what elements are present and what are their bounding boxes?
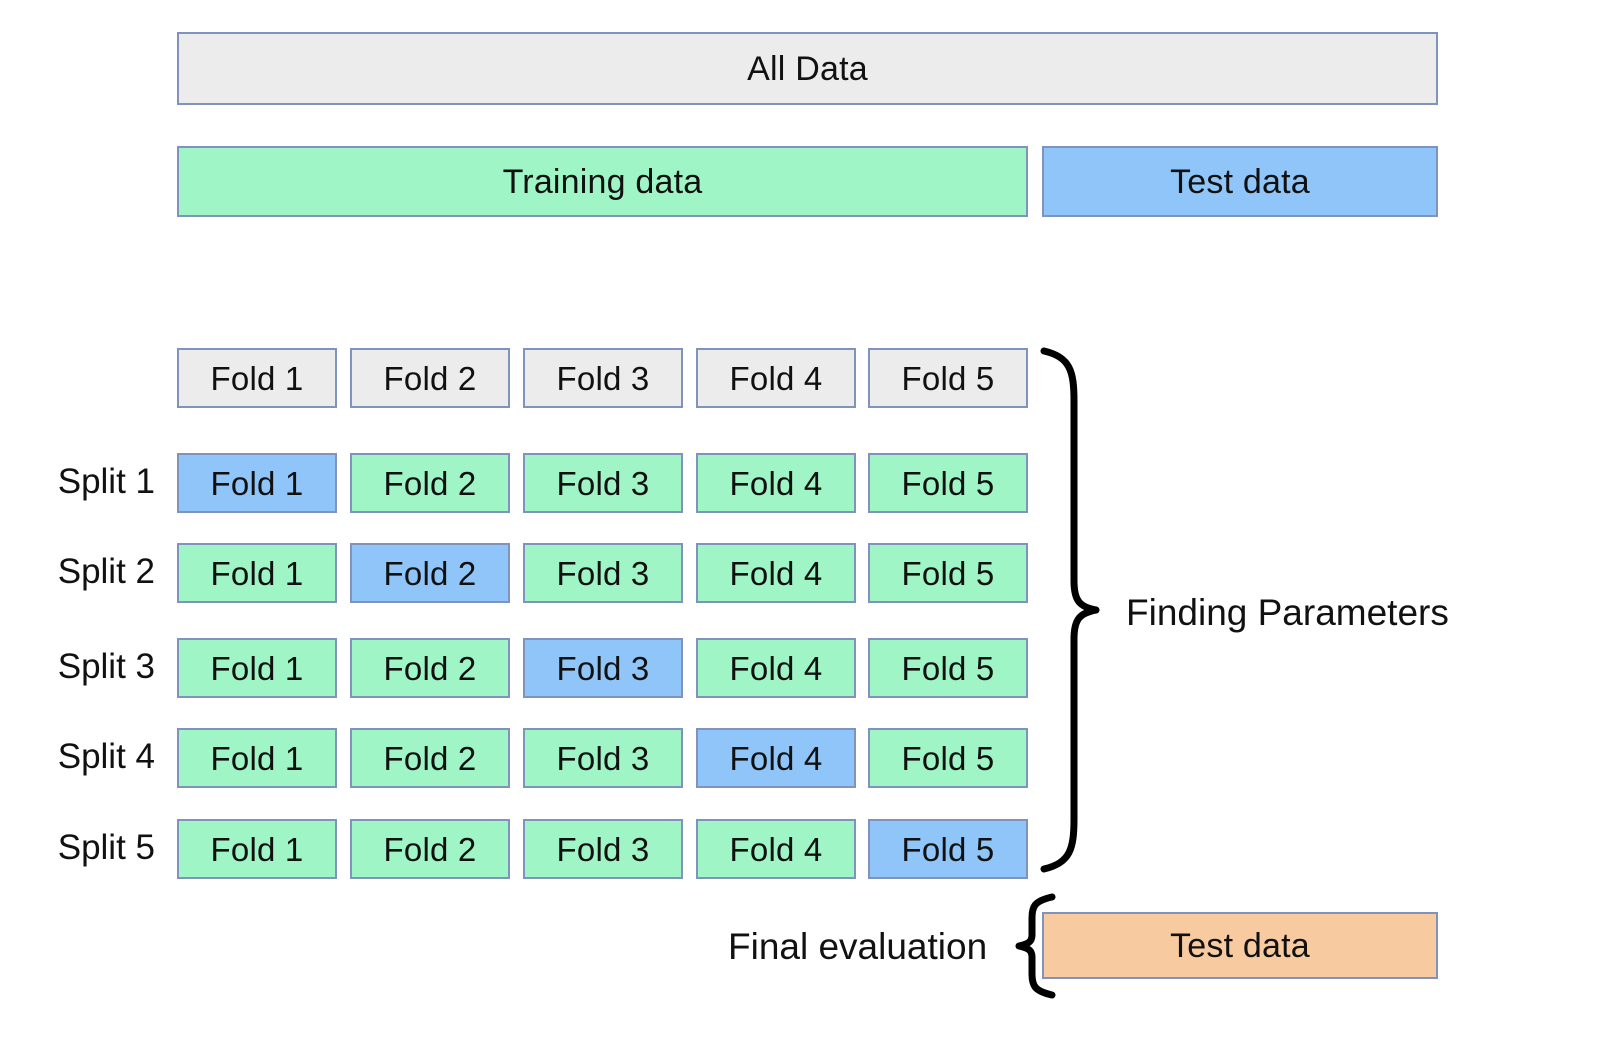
split-5-fold-1: Fold 1 xyxy=(177,819,337,879)
split-4-fold-3-label: Fold 3 xyxy=(556,739,650,777)
split-4-fold-1-label: Fold 1 xyxy=(210,739,304,777)
split-1-fold-5-label: Fold 5 xyxy=(901,464,995,502)
split-2-fold-3: Fold 3 xyxy=(523,543,683,603)
split-2-fold-5: Fold 5 xyxy=(868,543,1028,603)
split-1-fold-2-label: Fold 2 xyxy=(383,464,477,502)
split-1-fold-4-label: Fold 4 xyxy=(729,464,823,502)
split-3-fold-1-label: Fold 1 xyxy=(210,649,304,687)
split-3-fold-2: Fold 2 xyxy=(350,638,510,698)
fold-header-label-4: Fold 4 xyxy=(729,359,823,397)
fold-header-cell-5: Fold 5 xyxy=(868,348,1028,408)
training-data-bar: Training data xyxy=(177,146,1028,217)
split-row-label-3: Split 3 xyxy=(57,647,155,686)
split-3-fold-4-label: Fold 4 xyxy=(729,649,823,687)
split-3-fold-2-label: Fold 2 xyxy=(383,649,477,687)
split-3-fold-3-label: Fold 3 xyxy=(556,649,650,687)
all-data-bar: All Data xyxy=(177,32,1438,105)
split-4-fold-4: Fold 4 xyxy=(696,728,856,788)
split-3-fold-4: Fold 4 xyxy=(696,638,856,698)
test-data-bar: Test data xyxy=(1042,146,1438,217)
fold-header-cell-1: Fold 1 xyxy=(177,348,337,408)
final-test-data-bar: Test data xyxy=(1042,912,1438,979)
split-2-fold-1: Fold 1 xyxy=(177,543,337,603)
finding-parameters-brace xyxy=(1040,347,1100,873)
split-2-fold-5-label: Fold 5 xyxy=(901,554,995,592)
fold-header-label-2: Fold 2 xyxy=(383,359,477,397)
split-row-label-1: Split 1 xyxy=(57,462,155,501)
split-5-fold-5-label: Fold 5 xyxy=(901,830,995,868)
split-1-fold-1: Fold 1 xyxy=(177,453,337,513)
split-1-fold-3-label: Fold 3 xyxy=(556,464,650,502)
split-5-fold-4: Fold 4 xyxy=(696,819,856,879)
fold-header-label-5: Fold 5 xyxy=(901,359,995,397)
split-2-fold-2-label: Fold 2 xyxy=(383,554,477,592)
split-5-fold-4-label: Fold 4 xyxy=(729,830,823,868)
training-data-label: Training data xyxy=(502,162,703,201)
split-5-fold-2-label: Fold 2 xyxy=(383,830,477,868)
final-evaluation-brace xyxy=(1015,893,1056,999)
split-4-fold-2-label: Fold 2 xyxy=(383,739,477,777)
split-row-label-2: Split 2 xyxy=(57,552,155,591)
split-4-fold-1: Fold 1 xyxy=(177,728,337,788)
split-3-fold-5-label: Fold 5 xyxy=(901,649,995,687)
split-4-fold-5-label: Fold 5 xyxy=(901,739,995,777)
split-4-fold-5: Fold 5 xyxy=(868,728,1028,788)
split-3-fold-5: Fold 5 xyxy=(868,638,1028,698)
fold-header-label-1: Fold 1 xyxy=(210,359,304,397)
split-row-label-5: Split 5 xyxy=(57,828,155,867)
finding-parameters-label: Finding Parameters xyxy=(1126,592,1449,633)
final-test-data-label: Test data xyxy=(1170,926,1310,965)
split-3-fold-3: Fold 3 xyxy=(523,638,683,698)
split-5-fold-3: Fold 3 xyxy=(523,819,683,879)
split-1-fold-2: Fold 2 xyxy=(350,453,510,513)
split-1-fold-4: Fold 4 xyxy=(696,453,856,513)
split-row-label-4: Split 4 xyxy=(57,737,155,776)
split-1-fold-1-label: Fold 1 xyxy=(210,464,304,502)
fold-header-cell-2: Fold 2 xyxy=(350,348,510,408)
split-5-fold-3-label: Fold 3 xyxy=(556,830,650,868)
split-5-fold-1-label: Fold 1 xyxy=(210,830,304,868)
test-data-label: Test data xyxy=(1170,162,1310,201)
split-4-fold-2: Fold 2 xyxy=(350,728,510,788)
split-2-fold-4: Fold 4 xyxy=(696,543,856,603)
split-5-fold-5: Fold 5 xyxy=(868,819,1028,879)
split-5-fold-2: Fold 2 xyxy=(350,819,510,879)
split-2-fold-4-label: Fold 4 xyxy=(729,554,823,592)
split-2-fold-3-label: Fold 3 xyxy=(556,554,650,592)
split-3-fold-1: Fold 1 xyxy=(177,638,337,698)
split-1-fold-3: Fold 3 xyxy=(523,453,683,513)
fold-header-cell-3: Fold 3 xyxy=(523,348,683,408)
final-evaluation-label: Final evaluation xyxy=(728,926,988,967)
fold-header-label-3: Fold 3 xyxy=(556,359,650,397)
split-4-fold-4-label: Fold 4 xyxy=(729,739,823,777)
split-2-fold-2: Fold 2 xyxy=(350,543,510,603)
split-4-fold-3: Fold 3 xyxy=(523,728,683,788)
all-data-label: All Data xyxy=(747,49,868,88)
fold-header-cell-4: Fold 4 xyxy=(696,348,856,408)
split-2-fold-1-label: Fold 1 xyxy=(210,554,304,592)
split-1-fold-5: Fold 5 xyxy=(868,453,1028,513)
